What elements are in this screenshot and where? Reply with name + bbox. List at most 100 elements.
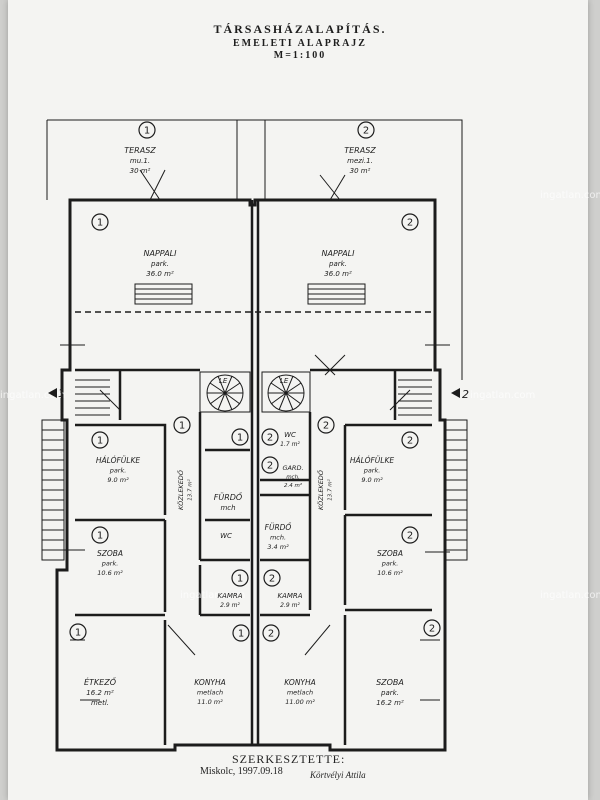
room-label-kamra-2: KAMRA 2.9 m² (277, 592, 302, 609)
spiral-staircase-left (199, 371, 251, 413)
svg-text:2: 2 (407, 218, 413, 229)
watermark-text: ingatlan.com (540, 190, 600, 201)
unit-number-circle: 1 (231, 428, 249, 446)
room-name: SZOBA (376, 678, 404, 687)
unit-number-circle: 2 (401, 526, 419, 544)
unit-number-circle: 1 (232, 624, 250, 642)
entry-marker-left: 1 (48, 387, 65, 400)
room-label-gard-2: GARD.mch.2.4 m² (282, 464, 303, 489)
room-detail: 9.0 m² (107, 476, 129, 484)
unit-number-circle: 1 (69, 623, 87, 641)
room-name: ÉTKEZŐ (84, 676, 117, 687)
unit-number-circle: 2 (401, 213, 419, 231)
room-detail: park. (363, 467, 381, 475)
svg-text:1: 1 (179, 421, 185, 432)
room-detail: 16.2 m² (86, 689, 114, 697)
designer-name: Körtvélyi Attila (310, 770, 366, 780)
room-name: SZOBA (97, 549, 123, 558)
title-block: TÁRSASHÁZALAPÍTÁS. EMELETI ALAPRAJZ M=1:… (0, 22, 600, 61)
stair-direction-label: LE (219, 377, 228, 385)
room-detail: 10.6 m² (97, 569, 123, 577)
room-label-wc-2: WC1.7 m² (280, 431, 300, 448)
room-name: GARD. (282, 464, 303, 472)
room-detail: 16.2 m² (376, 699, 404, 707)
room-detail: 13.7 m² (187, 478, 194, 500)
svg-text:2: 2 (462, 388, 469, 401)
stair-direction-label: LE (280, 377, 289, 385)
drawing-sheet (8, 0, 588, 800)
svg-text:2: 2 (267, 461, 273, 472)
room-name: KONYHA (194, 678, 226, 687)
unit-number-circle: 2 (261, 456, 279, 474)
room-detail: mezi.1. (347, 157, 373, 165)
room-detail: 9.0 m² (361, 476, 383, 484)
room-label-halo-2: HÁLÓFÜLKE park.9.0 m² (350, 456, 395, 484)
room-detail: park. (328, 260, 347, 268)
room-name: NAPPALI (144, 249, 178, 258)
interior-walls-left (75, 368, 250, 745)
external-stair-left (41, 419, 65, 561)
svg-text:1: 1 (75, 628, 81, 639)
room-detail: mch. (286, 475, 300, 481)
drawing-scale: M=1:100 (273, 50, 327, 61)
room-detail: 11.00 m² (285, 698, 315, 706)
watermark-text: ingatlan.com (0, 390, 65, 401)
room-detail: metlach (287, 689, 313, 697)
svg-text:1: 1 (97, 531, 103, 542)
unit-number-circle: 2 (401, 431, 419, 449)
watermark-text: ingatlan.com (540, 590, 600, 601)
room-name: HÁLÓFÜLKE (350, 456, 395, 465)
room-detail: 36.0 m² (324, 270, 352, 278)
svg-text:1: 1 (144, 126, 150, 137)
room-detail: 13.7 m² (327, 478, 334, 500)
svg-text:1: 1 (97, 436, 103, 447)
room-name: NAPPALI (322, 249, 356, 258)
room-label-halo-1: HÁLÓFÜLKE park.9.0 m² (96, 456, 141, 484)
door-swing (99, 169, 411, 411)
room-name: HÁLÓFÜLKE (96, 456, 141, 465)
room-detail: 2.9 m² (220, 602, 240, 609)
unit-number-circle: 1 (91, 213, 109, 231)
room-detail: 11.0 m² (197, 698, 223, 706)
room-detail: 30 m² (130, 167, 151, 175)
room-label-szoba2-2: SZOBA park. 16.2 m² (376, 678, 404, 707)
room-name: KÖZLEKEDŐ (176, 469, 185, 510)
dimension-ticks (60, 344, 450, 701)
room-detail: park. (380, 689, 399, 697)
room-name: TERASZ (344, 146, 376, 155)
interior-walls-right (260, 368, 432, 745)
room-name: FÜRDŐ (214, 492, 243, 502)
room-detail: metlach (197, 689, 223, 697)
room-detail: park. (101, 560, 119, 568)
place-date: Miskolc, 1997.09.18 (200, 766, 283, 777)
room-detail: 2.9 m² (280, 602, 300, 609)
room-label-nappali-2: NAPPALI park. 36.0 m² (322, 249, 356, 278)
terrace-outline (46, 119, 463, 380)
unit-number-circle: 1 (231, 569, 249, 587)
unit-number-circle: 1 (91, 431, 109, 449)
room-name: TERASZ (124, 146, 156, 155)
svg-text:2: 2 (268, 629, 274, 640)
svg-text:2: 2 (267, 433, 273, 444)
unit-number-circle: 2 (357, 121, 375, 139)
unit-number-circle: 2 (263, 569, 281, 587)
svg-text:2: 2 (407, 436, 413, 447)
room-detail: 30 m² (350, 167, 371, 175)
unit-number-circle: 1 (91, 526, 109, 544)
room-detail: park. (109, 467, 127, 475)
room-detail: park. (381, 560, 399, 568)
room-detail: park. (150, 260, 169, 268)
room-name: KAMRA (277, 592, 302, 600)
svg-text:2: 2 (429, 624, 435, 635)
room-detail: mch. (270, 534, 286, 542)
room-name: KONYHA (284, 678, 316, 687)
svg-text:1: 1 (238, 629, 244, 640)
